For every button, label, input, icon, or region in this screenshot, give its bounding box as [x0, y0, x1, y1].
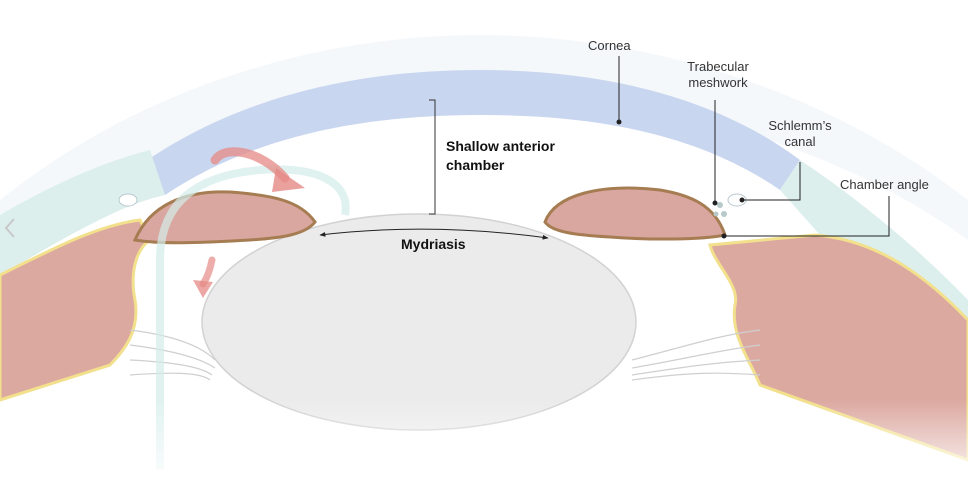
sclera-left: [0, 150, 165, 275]
flow-arrow-down: [199, 256, 216, 288]
shallow-chamber-label-line2: chamber: [446, 157, 505, 173]
trabecular-meshwork-label-line1: Trabecular: [687, 59, 749, 74]
mydriasis-label: Mydriasis: [401, 236, 466, 252]
trabecular-meshwork-label-line2: meshwork: [688, 75, 748, 90]
chevron-left-icon: [4, 218, 15, 238]
mydriasis-arrow: [319, 228, 549, 240]
trabecular-meshwork: [713, 202, 727, 217]
schlemm-leader: [742, 162, 801, 201]
cornea-band: [140, 70, 800, 195]
zonules-right: [631, 329, 761, 381]
ciliary-body-left: [0, 218, 152, 402]
shallow-chamber-label-line1: Shallow anterior: [446, 138, 555, 154]
sclera-outer-shell: [0, 35, 968, 240]
flow-arrow-top-head: [272, 168, 305, 192]
cornea-label: Cornea: [588, 38, 631, 53]
schlemms-canal-left: [118, 193, 138, 207]
shallow-anterior-chamber-label: Shallow anterior chamber: [446, 137, 555, 175]
iris-right: [543, 186, 727, 241]
chamber-angle-leader-dot: [721, 233, 727, 239]
chamber-angle-leader: [724, 196, 890, 237]
previous-slide-button[interactable]: [2, 216, 18, 240]
schlemm-leader-dot: [739, 197, 745, 203]
flow-arrow-down-head: [193, 280, 213, 298]
trabecular-meshwork-label: Trabecular meshwork: [680, 59, 756, 91]
schlemms-canal-label: Schlemm’s canal: [760, 118, 840, 150]
chamber-angle-label: Chamber angle: [840, 177, 929, 192]
cornea-leader-dot: [616, 119, 622, 125]
schlemms-canal-label-line1: Schlemm’s: [768, 118, 832, 133]
shallow-chamber-bracket: [429, 99, 436, 215]
trabecular-leader-dot: [712, 200, 718, 206]
zonules-left: [129, 329, 216, 381]
aqueous-flow-ghost: [156, 165, 350, 470]
bottom-fade: [0, 400, 968, 490]
schlemms-canal-label-line2: canal: [784, 134, 816, 149]
